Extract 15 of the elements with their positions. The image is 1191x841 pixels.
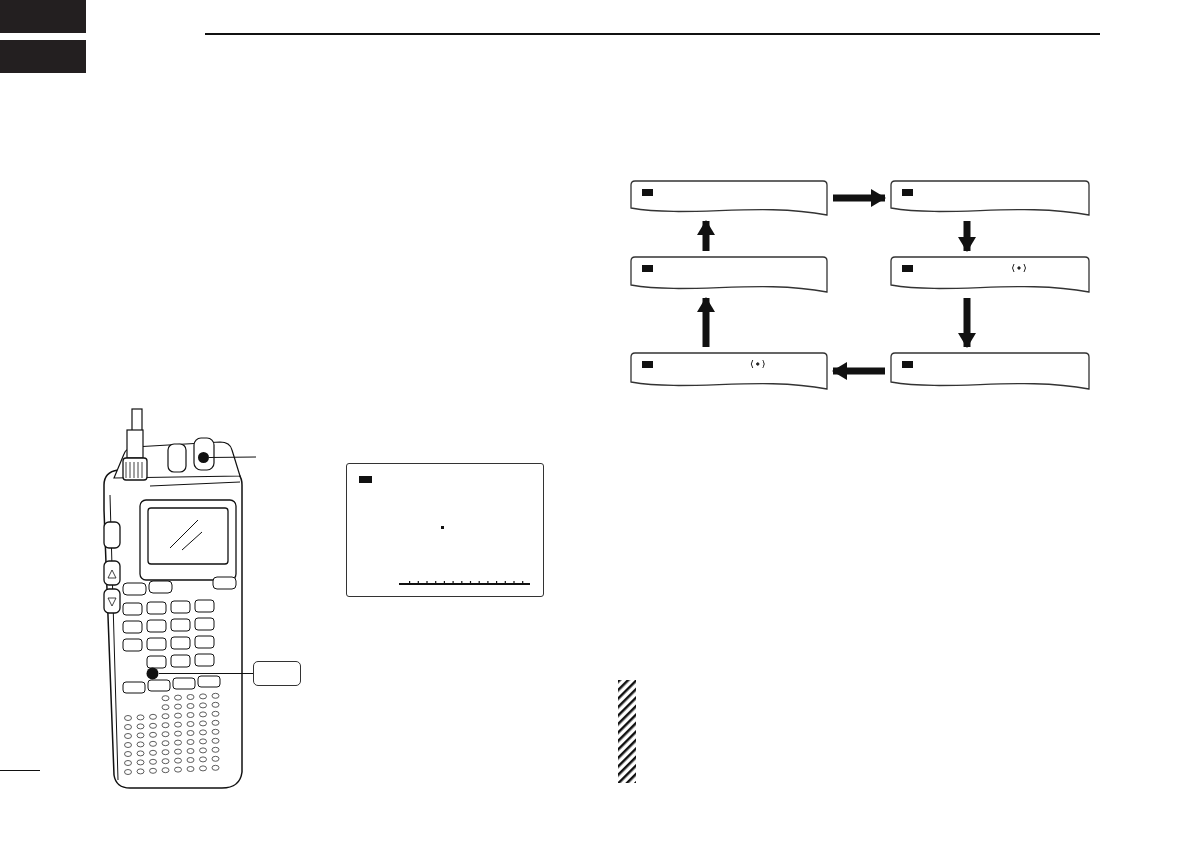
lcd-display	[630, 180, 828, 216]
knob	[198, 452, 209, 463]
leader-line	[208, 456, 257, 459]
lcd-display	[630, 256, 828, 293]
lcd-display	[890, 352, 1090, 390]
section-tab	[0, 0, 86, 33]
lcd-screen	[346, 463, 544, 597]
hatched-bar	[618, 680, 636, 783]
key-button	[146, 667, 159, 680]
radio-drawing	[102, 408, 244, 790]
lcd-display	[890, 180, 1090, 216]
lcd-display	[890, 256, 1090, 293]
section-tab	[0, 40, 86, 73]
callout-box	[253, 661, 301, 686]
lcd-display	[630, 352, 828, 390]
